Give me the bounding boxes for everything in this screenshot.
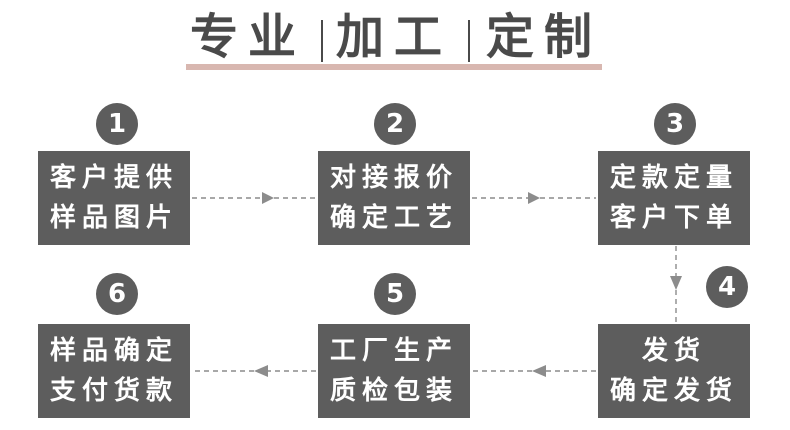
title-separator (468, 20, 470, 62)
step-5-line-2: 质检包装 (329, 376, 458, 406)
step-6-line-1: 样品确定 (49, 336, 178, 366)
title-part-1: 专业 (190, 9, 307, 65)
step-1-line-1: 客户提供 (49, 163, 178, 193)
step-5-number-badge: 5 (374, 273, 416, 315)
step-5-line-1: 工厂生产 (329, 336, 458, 366)
title-banner: 专业 加工 定制 (186, 12, 602, 70)
step-1-box: 客户提供 样品图片 (38, 151, 190, 245)
title-underline (186, 64, 602, 70)
step-5-box: 工厂生产 质检包装 (318, 324, 470, 418)
step-2-line-1: 对接报价 (329, 163, 458, 193)
step-1-number-badge: 1 (96, 103, 138, 145)
step-4-box: 发货 确定发货 (598, 324, 750, 418)
title-separator (321, 20, 323, 62)
step-2-number-badge: 2 (374, 103, 416, 145)
step-2-box: 对接报价 确定工艺 (318, 151, 470, 245)
step-6-line-2: 支付货款 (49, 376, 178, 406)
arrow-head-2-3 (528, 192, 540, 204)
title-part-2: 加工 (336, 9, 453, 65)
arrow-head-3-4 (670, 276, 682, 290)
step-1-line-2: 样品图片 (49, 203, 178, 233)
step-3-box: 定款定量 客户下单 (598, 151, 750, 245)
title-part-3: 定制 (486, 9, 603, 65)
arrow-head-5-6 (254, 365, 268, 377)
step-6-number-badge: 6 (96, 273, 138, 315)
step-3-line-2: 客户下单 (609, 203, 738, 233)
step-4-number-badge: 4 (706, 266, 748, 308)
step-3-line-1: 定款定量 (609, 163, 738, 193)
step-4-line-1: 发货 (641, 336, 706, 366)
arrow-head-1-2 (262, 192, 274, 204)
arrow-head-4-5 (532, 365, 546, 377)
step-6-box: 样品确定 支付货款 (38, 324, 190, 418)
step-4-line-2: 确定发货 (609, 376, 738, 406)
step-2-line-2: 确定工艺 (329, 203, 458, 233)
step-3-number-badge: 3 (654, 103, 696, 145)
